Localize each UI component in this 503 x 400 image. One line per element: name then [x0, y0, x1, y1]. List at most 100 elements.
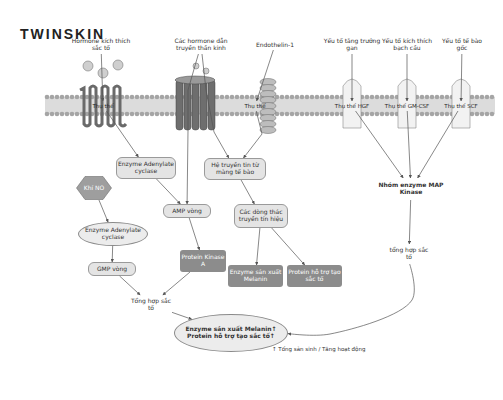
pathway-arrow: [99, 200, 108, 222]
phospholipid-heads: [45, 95, 495, 117]
lipid-head: [370, 112, 375, 117]
lipid-head: [385, 112, 390, 117]
lipid-head: [220, 95, 225, 100]
neurotransmitter-receptor: [175, 76, 215, 130]
lipid-head: [60, 112, 65, 117]
node-text: Protein Kinase A: [180, 254, 226, 268]
node-text: Hormone kích thích sắc tố: [68, 38, 134, 52]
lipid-head: [335, 112, 340, 117]
node-text: Thụ thể: [92, 103, 113, 109]
lipid-head: [255, 112, 260, 117]
lipid-head: [295, 95, 300, 100]
lipid-head: [145, 95, 150, 100]
node-text: Enzyme Adenylate cyclase: [79, 227, 147, 241]
node-text: Các hormone dẫn truyền thần kinh: [168, 38, 234, 52]
lipid-head: [440, 112, 445, 117]
lipid-head: [470, 95, 475, 100]
lipid-head: [155, 112, 160, 117]
node-text: AMP vòng: [172, 208, 202, 215]
lipid-head: [315, 95, 320, 100]
lipid-head: [485, 112, 490, 117]
receptor-node: Thụ thể HGF: [332, 101, 372, 111]
text-node: Yếu tố kích thích bạch cầu: [378, 36, 436, 54]
lipid-head: [375, 95, 380, 100]
lipid-head: [290, 95, 295, 100]
lipid-head: [435, 112, 440, 117]
helix-cylinder: [192, 80, 199, 130]
lipid-head: [240, 112, 245, 117]
lipid-head: [445, 95, 450, 100]
lipid-head: [160, 112, 165, 117]
lipid-head: [290, 112, 295, 117]
lipid-head: [420, 112, 425, 117]
pathway-arrow: [409, 200, 410, 244]
lipid-head: [320, 112, 325, 117]
lipid-head: [305, 112, 310, 117]
lipid-head: [230, 95, 235, 100]
lipid-head: [280, 112, 285, 117]
lipid-head: [375, 112, 380, 117]
lipid-head: [60, 95, 65, 100]
node-text: GMP vòng: [97, 266, 127, 273]
lipid-head: [130, 95, 135, 100]
lipid-head: [430, 95, 435, 100]
receptor-top: [175, 76, 215, 84]
process-box: GMP vòng: [88, 262, 136, 276]
pathway-arrow: [172, 312, 192, 319]
lipid-head: [215, 112, 220, 117]
pathway-arrow: [407, 111, 410, 178]
lipid-head: [220, 112, 225, 117]
lipid-head: [240, 95, 245, 100]
lipid-head: [300, 95, 305, 100]
lipid-head: [140, 95, 145, 100]
lipid-head: [250, 95, 255, 100]
node-text: Yếu tố kích thích bạch cầu: [378, 38, 436, 52]
lipid-head: [215, 95, 220, 100]
lipid-head: [280, 95, 285, 100]
pathway-arrow: [202, 54, 229, 158]
lipid-head: [150, 95, 155, 100]
pathway-arrow: [241, 180, 254, 204]
text-node: Yếu tố tăng trưởng gan: [322, 36, 382, 54]
lipid-head: [305, 95, 310, 100]
ligand: [83, 61, 93, 71]
lipid-head: [145, 112, 150, 117]
lipid-head: [380, 95, 385, 100]
pathway-arrow: [356, 111, 404, 178]
lipid-head: [470, 112, 475, 117]
lipid-head: [140, 112, 145, 117]
lipid-head: [165, 112, 170, 117]
lipid-head: [325, 112, 330, 117]
helix-cylinder: [184, 80, 191, 130]
lipid-head: [55, 112, 60, 117]
ligand: [193, 63, 199, 69]
pathway-arrow: [461, 54, 463, 101]
lipid-head: [425, 112, 430, 117]
pathway-arrow: [120, 276, 141, 295]
pathway-arrow: [101, 54, 103, 101]
lipid-head: [365, 95, 370, 100]
protein-box: Protein hỗ trợ tạo sắc tố: [287, 265, 342, 287]
lipid-head: [225, 112, 230, 117]
lipid-head: [70, 95, 75, 100]
lipid-head: [385, 95, 390, 100]
lipid-head: [390, 95, 395, 100]
lipid-head: [330, 95, 335, 100]
lipid-head: [170, 112, 175, 117]
lipid-head: [480, 95, 485, 100]
node-text: Yếu tố tăng trưởng gan: [322, 38, 382, 52]
lipid-head: [225, 95, 230, 100]
node-text: Khí NO: [84, 185, 105, 192]
lipid-head: [485, 95, 490, 100]
lipid-head: [310, 95, 315, 100]
lipid-head: [245, 95, 250, 100]
lipid-head: [75, 112, 80, 117]
node-text: Enzyme sản xuất Melanin↑: [185, 326, 276, 333]
lipid-head: [440, 95, 445, 100]
protein-box: Protein Kinase A: [180, 250, 226, 272]
lipid-head: [130, 112, 135, 117]
lipid-head: [475, 95, 480, 100]
